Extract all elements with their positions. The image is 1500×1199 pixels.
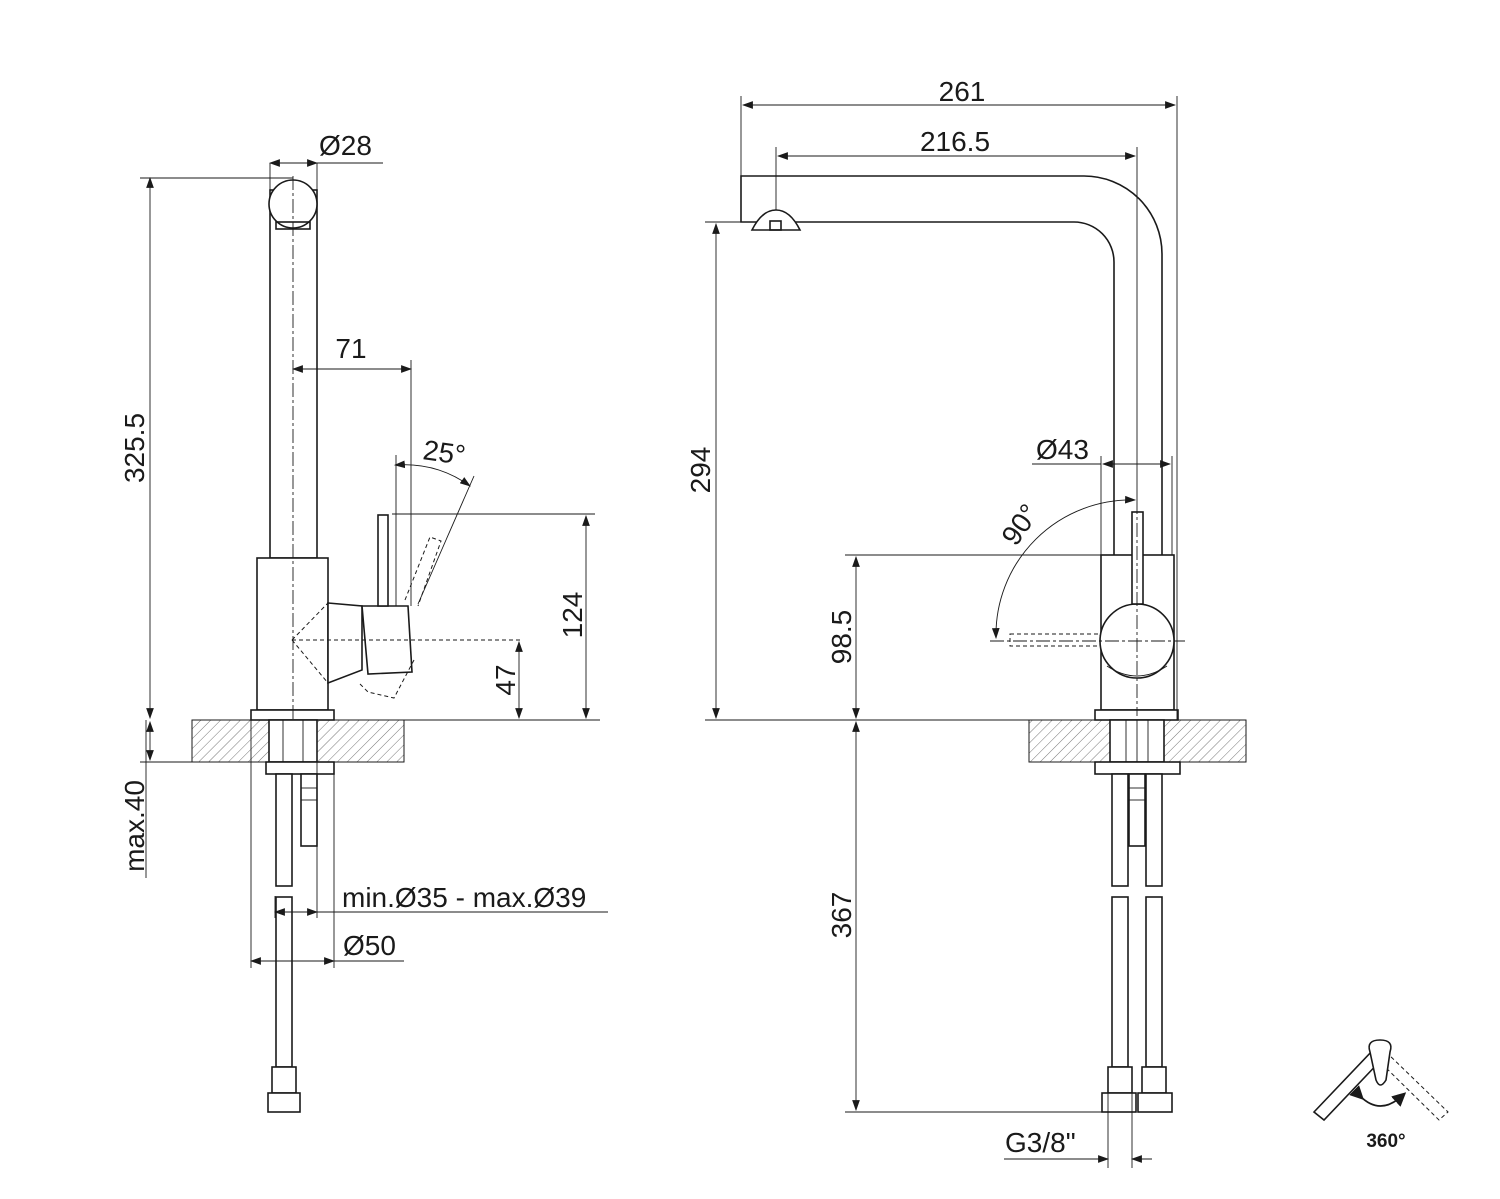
shank bbox=[268, 719, 318, 763]
handle-lever-front bbox=[1131, 511, 1144, 605]
hose-lower bbox=[275, 896, 293, 1068]
label-lever-rotation: 90° bbox=[995, 498, 1045, 550]
label-hole-range: min.Ø35 - max.Ø39 bbox=[342, 882, 586, 913]
label-spout-reach: 216.5 bbox=[920, 126, 990, 157]
label-thread-size: G3/8" bbox=[1005, 1127, 1076, 1158]
label-body-height: 98.5 bbox=[826, 610, 857, 665]
threaded-rod-front bbox=[1128, 773, 1146, 847]
side-view: Ø28 325.5 71 25° 124 47 max.40 min.Ø35 - bbox=[119, 130, 608, 1113]
label-spout-height: 294 bbox=[685, 447, 716, 494]
lock-nut-front bbox=[1094, 761, 1181, 775]
hose-nut bbox=[267, 1092, 301, 1113]
label-total-reach: 261 bbox=[939, 76, 986, 107]
spout-outline bbox=[740, 175, 1163, 559]
label-base-diameter: Ø50 bbox=[343, 930, 396, 961]
base-flange bbox=[250, 709, 335, 721]
hose-nut-left bbox=[1101, 1092, 1137, 1113]
label-hose-length: 367 bbox=[826, 892, 857, 939]
label-max-thickness: max.40 bbox=[119, 780, 150, 872]
label-body-diameter: Ø43 bbox=[1036, 434, 1089, 465]
swivel-360-icon: 360° bbox=[1312, 1039, 1449, 1152]
hose-nut-right bbox=[1137, 1092, 1173, 1113]
base-flange-front bbox=[1094, 709, 1179, 721]
label-handle-height: 124 bbox=[557, 592, 588, 639]
hose-fitting bbox=[271, 1066, 297, 1094]
label-total-height: 325.5 bbox=[119, 413, 150, 483]
handle-lever-rotated bbox=[1009, 633, 1101, 647]
label-handle-angle: 25° bbox=[421, 434, 467, 471]
spout-pipe bbox=[269, 189, 318, 559]
hose-right-upper bbox=[1145, 773, 1163, 887]
handle-socket bbox=[327, 602, 363, 685]
hose-upper bbox=[275, 773, 293, 887]
hose-left-upper bbox=[1111, 773, 1129, 887]
hose-right-lower bbox=[1145, 896, 1163, 1068]
label-swivel: 360° bbox=[1366, 1131, 1405, 1152]
label-handle-offset: 71 bbox=[335, 333, 366, 364]
handle-lever bbox=[377, 514, 389, 607]
label-handle-axis-height: 47 bbox=[490, 664, 521, 695]
mixer-body bbox=[256, 557, 329, 711]
spout-aerator bbox=[750, 209, 802, 231]
label-pipe-diameter: Ø28 bbox=[319, 130, 372, 161]
front-view: 261 216.5 294 Ø43 90° 98.5 367 G3/8 bbox=[685, 76, 1247, 1168]
hose-left-lower bbox=[1111, 896, 1129, 1068]
threaded-rod bbox=[300, 773, 318, 847]
lock-nut bbox=[265, 761, 335, 775]
handle-rotated-outline bbox=[404, 536, 442, 607]
